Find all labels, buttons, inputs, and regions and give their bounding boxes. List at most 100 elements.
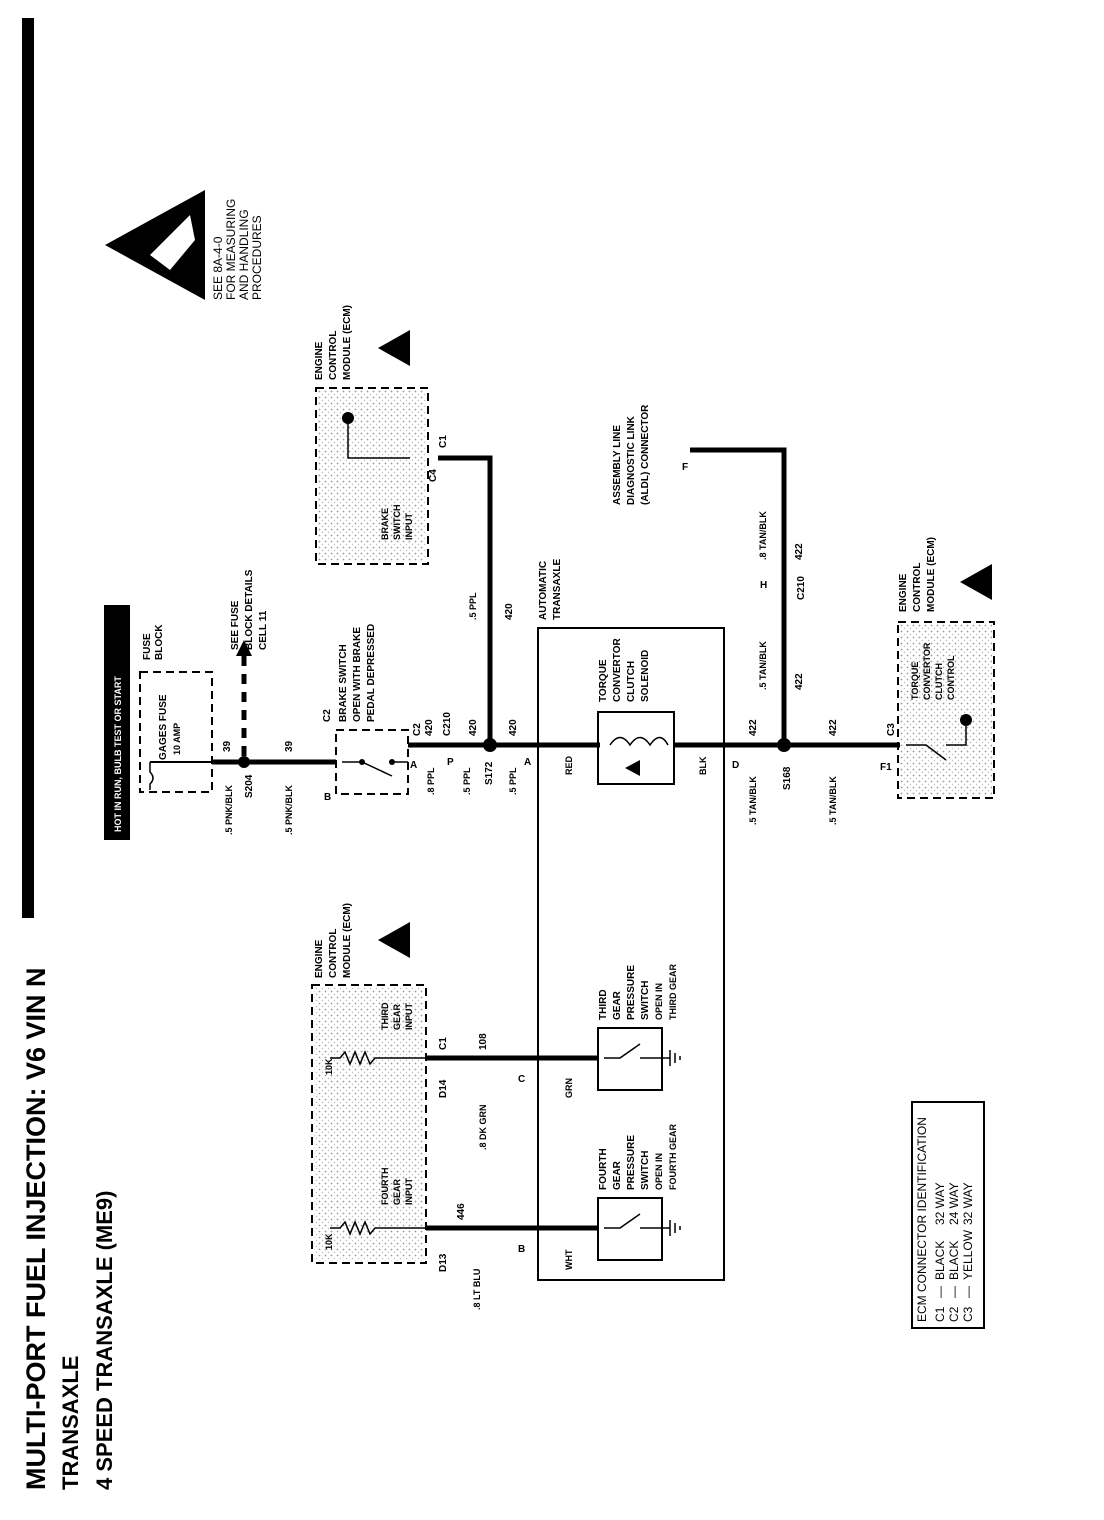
brake-switch-pin-a: A <box>410 760 417 771</box>
aldl-label-2: DIAGNOSTIC LINK <box>626 415 637 505</box>
transaxle-box <box>537 627 725 1281</box>
transaxle-blk: BLK <box>698 756 708 775</box>
transaxle-wht: WHT <box>564 1249 574 1270</box>
esd-note-4: PROCEDURES <box>250 215 264 300</box>
ecm-table-cell-id: C1 <box>933 1306 947 1322</box>
fuse-see-3: CELL 11 <box>258 610 269 650</box>
power-bar <box>104 605 130 840</box>
ecm-right-pin: F1 <box>880 762 892 773</box>
third-switch-5: OPEN IN <box>654 983 664 1020</box>
esd-note-1: SEE 8A-4-0 <box>211 236 225 300</box>
ecm-top-input-3: INPUT <box>404 512 414 540</box>
ecm-table-cell-sep: — <box>933 1286 947 1298</box>
wire-tan-5b: .5 TAN/BLK <box>758 641 768 690</box>
splice-s204-label: S204 <box>244 774 255 798</box>
ecm-right-connector: C3 <box>886 723 897 736</box>
third-switch-4: SWITCH <box>640 981 651 1020</box>
diode-icon <box>625 760 640 776</box>
third-switch-6: THIRD GEAR <box>668 964 678 1021</box>
fuse-rating: 10 AMP <box>172 723 182 755</box>
fuse-block-title-1: FUSE <box>142 633 153 660</box>
ecm-bottom-r2: 10K <box>324 1233 334 1250</box>
transaxle-title-2: TRANSAXLE <box>552 559 563 620</box>
transaxle-red: RED <box>564 755 574 775</box>
ecm-bottom-fourth-2: GEAR <box>392 1178 402 1205</box>
ecm-table-cell-id: C2 <box>947 1306 961 1322</box>
wire-420-up <box>438 455 493 745</box>
third-gear-switch-box <box>597 1027 663 1091</box>
fourth-switch-5: OPEN IN <box>654 1153 664 1190</box>
ecm-right-tcc-4: CONTROL <box>946 655 956 700</box>
ecm-right-tcc-2: CONVERTOR <box>922 642 932 700</box>
tcc-label-2: CONVERTOR <box>612 638 623 702</box>
wire-422-up <box>690 447 787 745</box>
ecm-bottom-label-1: ENGINE <box>314 939 325 978</box>
wire-422-d: 422 <box>828 719 839 736</box>
ecm-top-pin: C4 <box>428 469 439 482</box>
aldl-label-3: (ALDL) CONNECTOR <box>640 404 651 505</box>
ecm-connector-table <box>911 1101 985 1329</box>
diagram-subtitle-2: 4 SPEED TRANSAXLE (ME9) <box>92 1191 117 1491</box>
margin-bar <box>22 18 34 918</box>
wire-c2-label: C2 <box>412 723 423 736</box>
ecm-table-cell-id: C3 <box>961 1306 975 1322</box>
ecm-bottom-pin-d13: D13 <box>438 1253 449 1272</box>
wire-39-label-b: 39 <box>284 740 295 752</box>
splice-s172-label: S172 <box>484 761 495 785</box>
esd-warning-icon <box>105 190 205 300</box>
fourth-switch-4: SWITCH <box>640 1151 651 1190</box>
wire-420-a: 420 <box>424 719 435 736</box>
ecm-table-title: ECM CONNECTOR IDENTIFICATION <box>915 1117 929 1322</box>
fuse-see-2: BLOCK DETAILS <box>244 569 255 650</box>
ecm-bottom-third-2: GEAR <box>392 1003 402 1030</box>
wire-422-b: 422 <box>794 673 805 690</box>
fuse-see-1: SEE FUSE <box>230 600 241 650</box>
ecm-table-cell-color: BLACK <box>933 1241 947 1280</box>
ecm-top-connector: C1 <box>438 435 449 448</box>
transaxle-pin-b: B <box>518 1244 525 1255</box>
wire-dkgrn-label: .8 DK GRN <box>478 1104 488 1150</box>
ecm-right-label-3: MODULE (ECM) <box>926 537 937 612</box>
wire-c210-b: C210 <box>796 576 807 600</box>
fuse-block-title-2: BLOCK <box>154 624 165 660</box>
tcc-label-3: CLUTCH <box>626 661 637 702</box>
wire-108-label: 108 <box>478 1033 489 1050</box>
wire-420-b: 420 <box>468 719 479 736</box>
wire-420-c: 420 <box>504 603 515 620</box>
wire-420-d: 420 <box>508 719 519 736</box>
wire-ppl-5c: .5 PPL <box>508 767 518 795</box>
third-switch-3: PRESSURE <box>626 965 637 1020</box>
ecm-right-box <box>897 621 995 799</box>
ecm-top-label-1: ENGINE <box>314 341 325 380</box>
solenoid-coil-icon <box>609 736 669 747</box>
ecm-bottom-third-1: THIRD <box>380 1002 390 1030</box>
ecm-right-tcc-1: TORQUE <box>910 662 920 700</box>
wire-ppl-8: .8 PPL <box>426 767 436 795</box>
arrow-up-icon <box>236 640 252 656</box>
fuse-name: GAGES FUSE <box>158 694 169 760</box>
transaxle-pin-d: D <box>732 760 739 771</box>
tcc-solenoid-box <box>597 711 675 785</box>
ecm-top-input-1: BRAKE <box>380 508 390 540</box>
wire-422-c: 422 <box>794 543 805 560</box>
ecm-bottom-fourth-1: FOURTH <box>380 1168 390 1206</box>
wire-tan-5a: .5 TAN/BLK <box>748 776 758 825</box>
ecm-right-tcc-3: CLUTCH <box>934 663 944 700</box>
brake-switch-label-3: PEDAL DEPRESSED <box>366 624 377 722</box>
wire-39-label-a: 39 <box>222 740 233 752</box>
esd-warning-icon <box>960 564 992 600</box>
ecm-table-cell-ways: 32 WAY <box>933 1182 947 1225</box>
fourth-switch-2: GEAR <box>612 1160 623 1190</box>
wire-tan-5c: .5 TAN/BLK <box>828 776 838 825</box>
esd-note-3: AND HANDLING <box>237 209 251 300</box>
transaxle-pin-a: A <box>524 757 531 768</box>
fuse-block-box <box>139 671 213 793</box>
brake-switch-pin-b: B <box>324 792 331 803</box>
ecm-bottom-connector: C1 <box>438 1037 449 1050</box>
brake-switch-label-1: BRAKE SWITCH <box>338 644 349 722</box>
wire-ppl-5a: .5 PPL <box>462 767 472 795</box>
aldl-pin: F <box>682 462 688 473</box>
ecm-bottom-label-3: MODULE (ECM) <box>342 903 353 978</box>
